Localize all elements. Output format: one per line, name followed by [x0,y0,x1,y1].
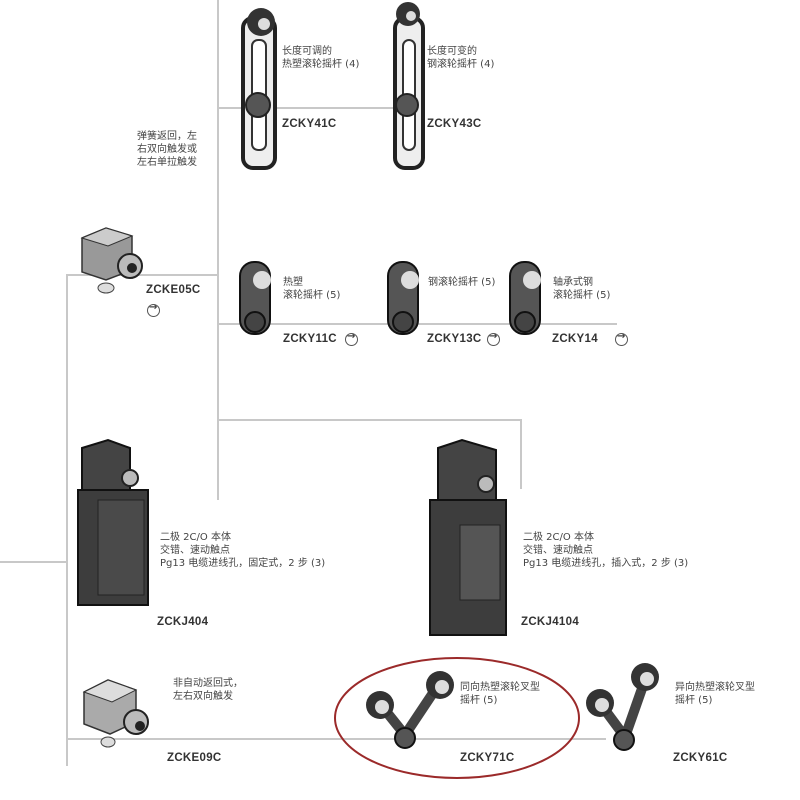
zckj4104-description: 二极 2C/O 本体 交错、速动触点 Pg13 电缆进线孔，插入式，2 步 (3… [523,532,689,569]
zcky11c-code: ZCKY11C [283,333,337,345]
connector-line [66,738,606,740]
zcke05c-arrow-icon[interactable] [147,302,160,317]
zcky13c-lever-icon [387,261,419,335]
zcky61c-code: ZCKY61C [673,752,728,764]
zcky71c-fork-lever-icon [366,671,454,749]
zcke09c-code: ZCKE09C [167,752,222,764]
zcky43c-description: 长度可变的 钢滚轮摇杆 (4) [427,46,495,70]
zcky71c-code: ZCKY71C [460,752,515,764]
zcky41c-code: ZCKY41C [282,118,337,130]
connector-line [0,561,66,563]
zcky14-code: ZCKY14 [552,333,598,345]
zcke09c-description: 非自动返回式， 左右双向触发 [173,678,243,702]
zcke05c-head-icon [80,227,143,294]
zcky14-arrow-icon[interactable] [615,331,628,346]
highlight-ellipse [334,657,580,779]
zcky41c-lever-icon [241,8,277,170]
zcky11c-description: 热塑 滚轮摇杆 (5) [283,277,341,301]
zcky14-description: 轴承式钢 滚轮摇杆 (5) [553,277,611,301]
connector-line [66,274,218,276]
zcke05c-description: 弹簧返回，左 右双向触发或 左右单拉触发 [137,131,197,168]
zcky61c-description: 异向热塑滚轮叉型 摇杆 (5) [675,682,755,706]
zcke09c-head-icon [82,679,149,748]
zcky11c-lever-icon [239,261,271,335]
zcky43c-code: ZCKY43C [427,118,482,130]
zcky11c-arrow-icon[interactable] [345,331,358,346]
zcky13c-description: 钢滚轮摇杆 (5) [428,277,496,288]
zckj404-description: 二极 2C/O 本体 交错、速动触点 Pg13 电缆进线孔，固定式，2 步 (3… [160,532,326,569]
zcky71c-description: 同向热塑滚轮叉型 摇杆 (5) [460,682,540,706]
connector-line [520,419,522,489]
zcky41c-description: 长度可调的 热塑滚轮摇杆 (4) [282,46,360,70]
connector-line [217,107,397,109]
zcky13c-code: ZCKY13C [427,333,482,345]
connector-line [217,419,522,421]
connector-line [217,0,219,500]
zcky13c-arrow-icon[interactable] [487,331,500,346]
zckj404-code: ZCKJ404 [157,616,209,628]
zckj4104-body-icon [429,438,507,636]
zcky43c-lever-icon [393,2,425,170]
connector-line [66,274,68,766]
zcky14-lever-icon [509,261,541,335]
zckj404-body-icon [77,438,149,606]
zcky61c-fork-lever-icon [586,663,659,751]
zcke05c-code: ZCKE05C [146,284,201,296]
zckj4104-code: ZCKJ4104 [521,616,580,628]
